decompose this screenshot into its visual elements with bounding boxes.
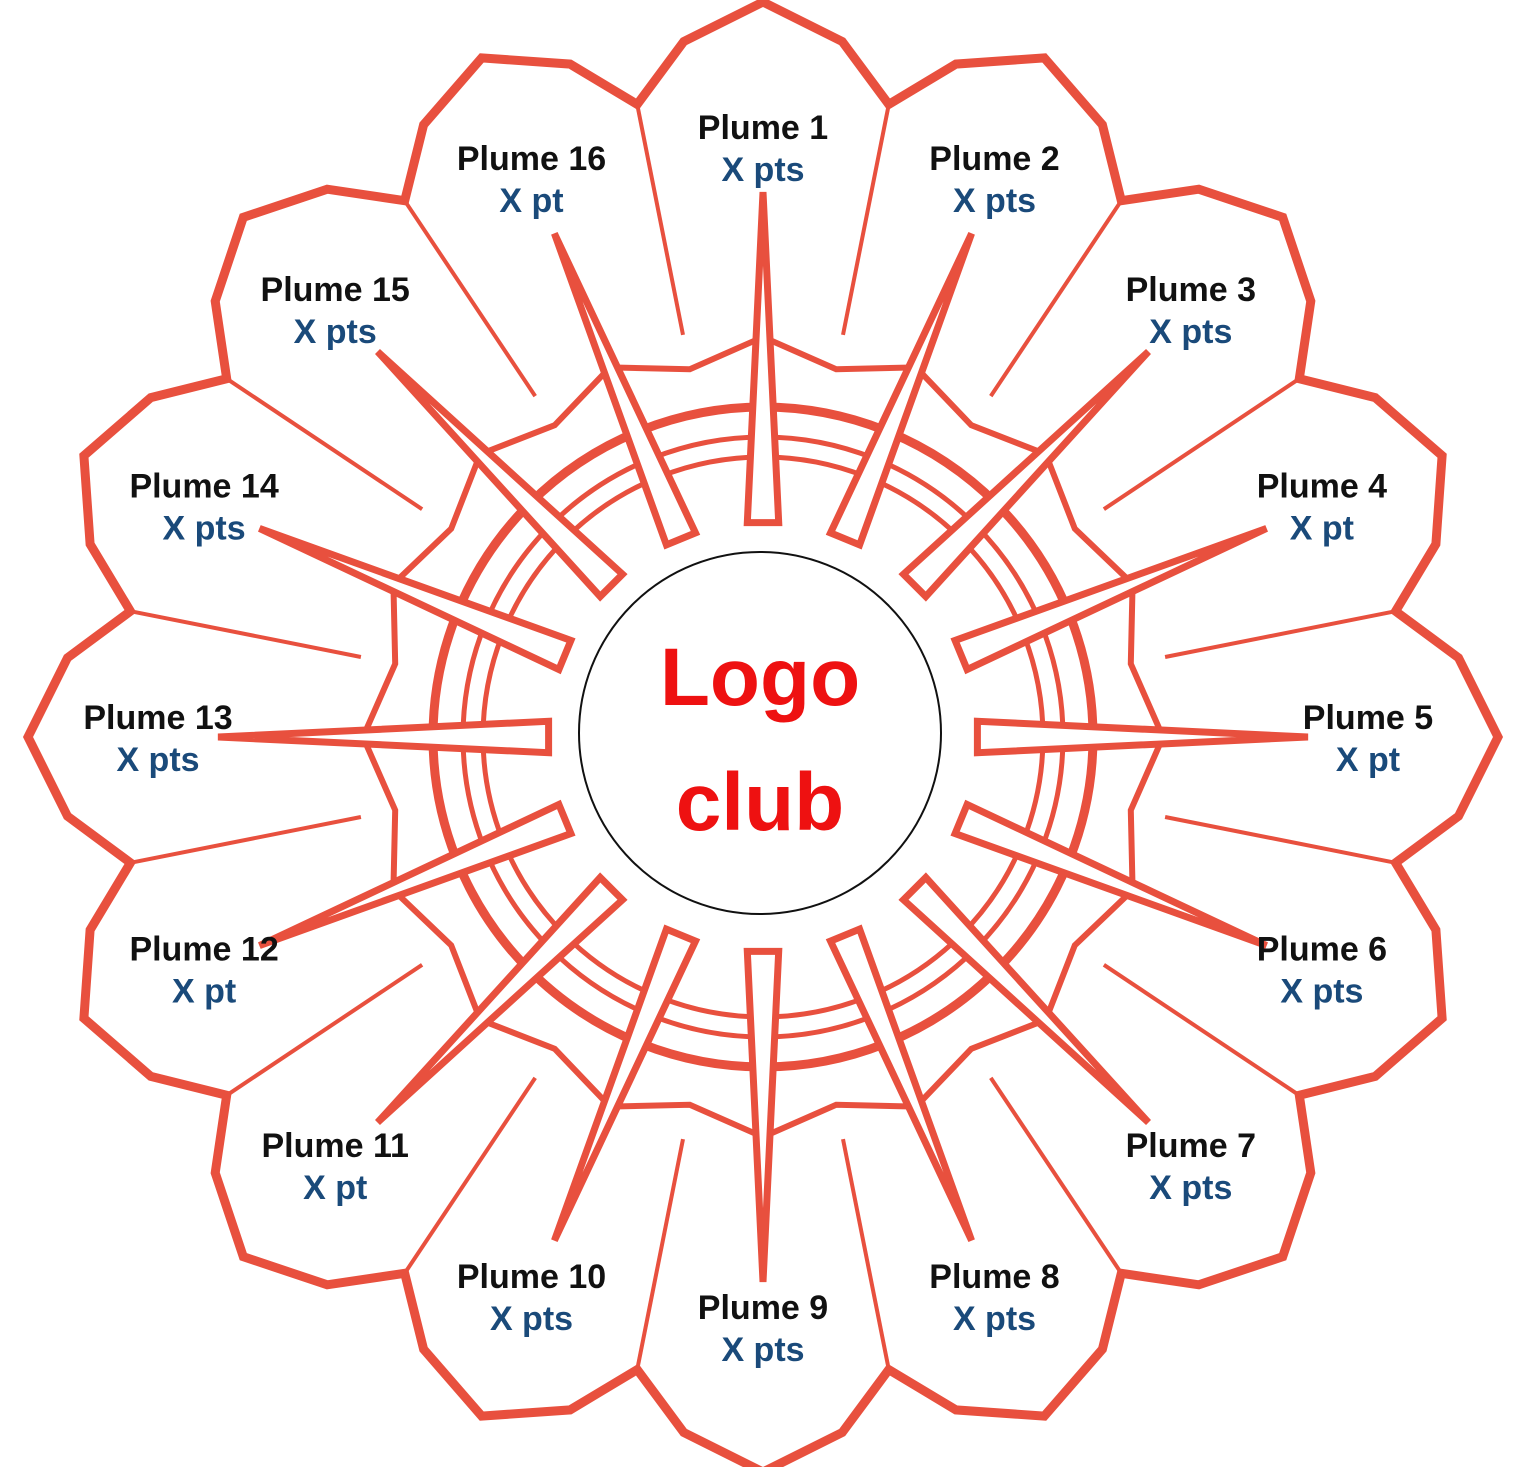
plume-name: Plume 8 bbox=[929, 1258, 1059, 1296]
plume-label-7: Plume 7 X pts bbox=[1126, 1127, 1256, 1207]
plume-points: X pts bbox=[1280, 973, 1363, 1011]
plume-label-12: Plume 12 X pt bbox=[129, 931, 278, 1011]
plume-points: X pt bbox=[499, 182, 563, 220]
quill-spike-16 bbox=[554, 234, 695, 545]
plume-points: X pts bbox=[953, 182, 1036, 220]
plume-label-6: Plume 6 X pts bbox=[1257, 931, 1387, 1011]
plume-name: Plume 3 bbox=[1126, 271, 1256, 309]
plume-name: Plume 10 bbox=[457, 1258, 606, 1296]
plume-label-13: Plume 13 X pts bbox=[83, 699, 232, 779]
plume-points: X pts bbox=[1149, 313, 1232, 351]
logo-circle-border bbox=[579, 552, 941, 914]
plume-name: Plume 14 bbox=[129, 468, 278, 506]
petal-divider-line bbox=[991, 1078, 1122, 1273]
plume-label-1: Plume 1 X pts bbox=[698, 109, 828, 189]
quill-spike-4 bbox=[955, 528, 1266, 669]
quill-spike-10 bbox=[554, 929, 695, 1240]
petal-divider-line bbox=[843, 104, 889, 335]
plume-points: X pt bbox=[172, 973, 236, 1011]
petal-divider-line bbox=[130, 611, 361, 657]
petal-divider-line bbox=[1104, 965, 1299, 1096]
petal-divider-line bbox=[637, 1139, 683, 1370]
plume-name: Plume 1 bbox=[698, 109, 828, 147]
logo-text-line1: Logo bbox=[660, 632, 860, 723]
petal-divider-line bbox=[637, 104, 683, 335]
petal-divider-line bbox=[130, 817, 361, 863]
plume-points: X pts bbox=[116, 741, 199, 779]
plume-name: Plume 12 bbox=[129, 931, 278, 969]
plume-name: Plume 5 bbox=[1303, 699, 1433, 737]
plume-name: Plume 9 bbox=[698, 1289, 828, 1327]
quill-spike-5 bbox=[977, 721, 1308, 752]
quill-spike-1 bbox=[747, 192, 778, 523]
plume-points: X pts bbox=[1149, 1169, 1232, 1207]
petal-divider-line bbox=[227, 965, 422, 1096]
plume-label-11: Plume 11 X pt bbox=[261, 1127, 408, 1207]
plume-points: X pts bbox=[953, 1300, 1036, 1338]
quill-spike-8 bbox=[831, 929, 972, 1240]
plume-label-8: Plume 8 X pts bbox=[929, 1258, 1059, 1338]
petal-divider-line bbox=[405, 1078, 536, 1273]
plume-name: Plume 16 bbox=[457, 140, 606, 178]
plume-name: Plume 15 bbox=[261, 271, 410, 309]
plume-name: Plume 4 bbox=[1257, 468, 1387, 506]
logo-circle: Logo club bbox=[579, 552, 941, 914]
petal-divider-line bbox=[1165, 817, 1396, 863]
petal-divider-line bbox=[991, 201, 1122, 396]
plume-name: Plume 13 bbox=[83, 699, 232, 737]
plume-label-3: Plume 3 X pts bbox=[1126, 271, 1256, 351]
plume-points: X pts bbox=[490, 1300, 573, 1338]
plume-label-4: Plume 4 X pt bbox=[1257, 468, 1387, 548]
plume-points: X pt bbox=[1336, 741, 1400, 779]
plume-points: X pt bbox=[1290, 510, 1354, 548]
quill-spike-9 bbox=[747, 951, 778, 1282]
petal-divider-line bbox=[1165, 611, 1396, 657]
plume-points: X pts bbox=[721, 1331, 804, 1369]
plume-points: X pts bbox=[721, 151, 804, 189]
petal-divider-line bbox=[843, 1139, 889, 1370]
quill-spike-12 bbox=[260, 805, 571, 946]
plume-label-10: Plume 10 X pts bbox=[457, 1258, 606, 1338]
petal-divider-line bbox=[405, 201, 536, 396]
plume-name: Plume 7 bbox=[1126, 1127, 1256, 1165]
plume-label-15: Plume 15 X pts bbox=[261, 271, 410, 351]
plume-points: X pts bbox=[163, 510, 246, 548]
plume-label-16: Plume 16 X pt bbox=[457, 140, 606, 220]
quill-spike-14 bbox=[260, 528, 571, 669]
plume-label-9: Plume 9 X pts bbox=[698, 1289, 828, 1369]
logo-text-line2: club bbox=[676, 757, 845, 848]
quill-spike-6 bbox=[955, 805, 1266, 946]
plume-points: X pt bbox=[303, 1169, 367, 1207]
plume-label-2: Plume 2 X pts bbox=[929, 140, 1059, 220]
plume-label-14: Plume 14 X pts bbox=[129, 468, 278, 548]
plume-label-5: Plume 5 X pt bbox=[1303, 699, 1433, 779]
plume-name: Plume 6 bbox=[1257, 931, 1387, 969]
plume-points: X pts bbox=[294, 313, 377, 351]
quill-spike-13 bbox=[218, 721, 549, 752]
plume-name: Plume 11 bbox=[261, 1127, 408, 1165]
plume-name: Plume 2 bbox=[929, 140, 1059, 178]
quill-spike-2 bbox=[831, 234, 972, 545]
